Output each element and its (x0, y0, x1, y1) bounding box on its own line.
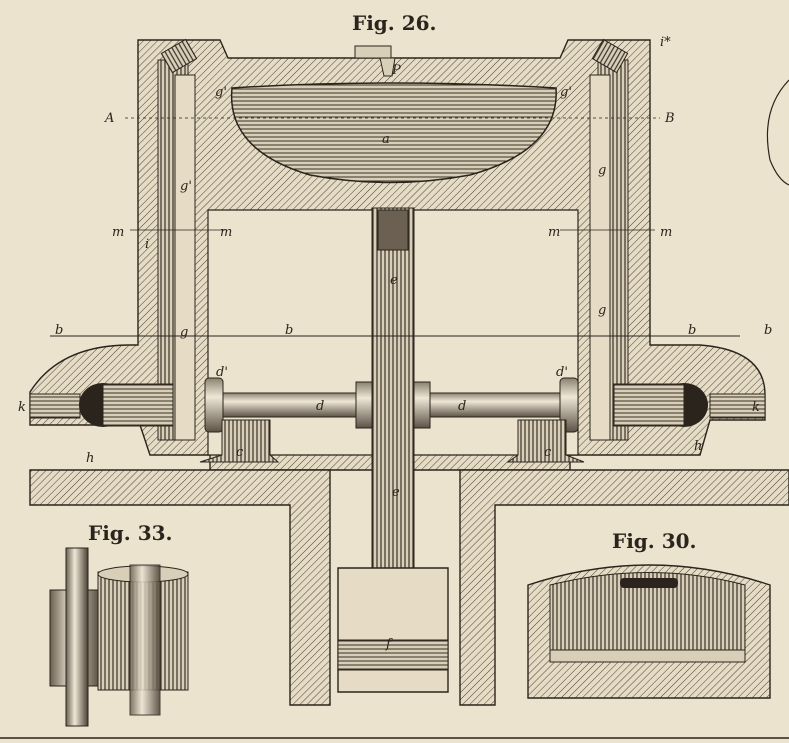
label-e-top: e (390, 273, 398, 288)
label-A: A (104, 111, 114, 126)
rod-e (371, 207, 415, 589)
label-g-right-upper: g (598, 163, 606, 178)
fig30: Fig. 30. (527, 529, 771, 699)
label-e-bottom: e (392, 485, 400, 500)
fig30-drum (549, 572, 746, 651)
label-b-3: b (688, 323, 696, 338)
valve-right (591, 38, 629, 74)
label-g-right-top: g' (560, 85, 572, 100)
label-B: B (664, 111, 675, 126)
label-c-right: c (544, 445, 552, 460)
fig33-spindle-left (65, 547, 89, 727)
fig33-spindle-right (129, 564, 161, 716)
foundation-left (29, 469, 331, 706)
label-i-star: i* (660, 35, 671, 50)
label-m-2: m (220, 225, 232, 240)
flange-left (204, 377, 224, 433)
label-p: P (391, 63, 401, 78)
nozzle-p (354, 45, 392, 59)
label-h-right: h (694, 439, 702, 454)
label-h-left: h (86, 451, 94, 466)
bearing-c-right (506, 419, 585, 463)
label-g-right-low: g (598, 303, 606, 318)
label-b-1: b (55, 323, 63, 338)
weight-f (337, 567, 449, 693)
label-d-prime-left: d' (216, 365, 228, 380)
fig26-title: Fig. 26. (352, 11, 437, 35)
label-g-left-mid: g' (180, 179, 192, 194)
label-b-2: b (285, 323, 293, 338)
label-m-3: m (548, 225, 560, 240)
label-d-prime-right: d' (556, 365, 568, 380)
fig30-title: Fig. 30. (612, 529, 697, 553)
label-k-right: k (752, 400, 760, 415)
bearing-c-left (199, 419, 280, 463)
flange-right (559, 377, 579, 433)
fig33-title: Fig. 33. (88, 521, 173, 545)
valve-left (160, 38, 198, 74)
label-c-left: c (236, 445, 244, 460)
foundation-right (459, 469, 789, 706)
left-pipe-inner (174, 74, 196, 441)
label-b-4: b (764, 323, 772, 338)
label-f: f (385, 637, 393, 652)
cylinder-a (230, 82, 557, 184)
label-k-left: k (18, 400, 26, 415)
label-m-4: m (660, 225, 672, 240)
fig30-slot (620, 578, 678, 588)
label-a: a (382, 132, 390, 147)
label-g-left-low: g (180, 325, 188, 340)
fig33: Fig. 33. (49, 521, 189, 727)
label-g-left-top: g' (215, 85, 227, 100)
pipe-k-left (29, 393, 81, 419)
right-pipe-inner (589, 74, 611, 441)
adjacent-figure-fragment (766, 79, 789, 186)
label-m-1: m (112, 225, 124, 240)
fig26: Fig. 26. (18, 11, 789, 706)
label-d-left: d (316, 399, 324, 414)
pipe-k-right (709, 393, 766, 419)
label-d-right: d (458, 399, 466, 414)
label-i: i (145, 237, 149, 252)
